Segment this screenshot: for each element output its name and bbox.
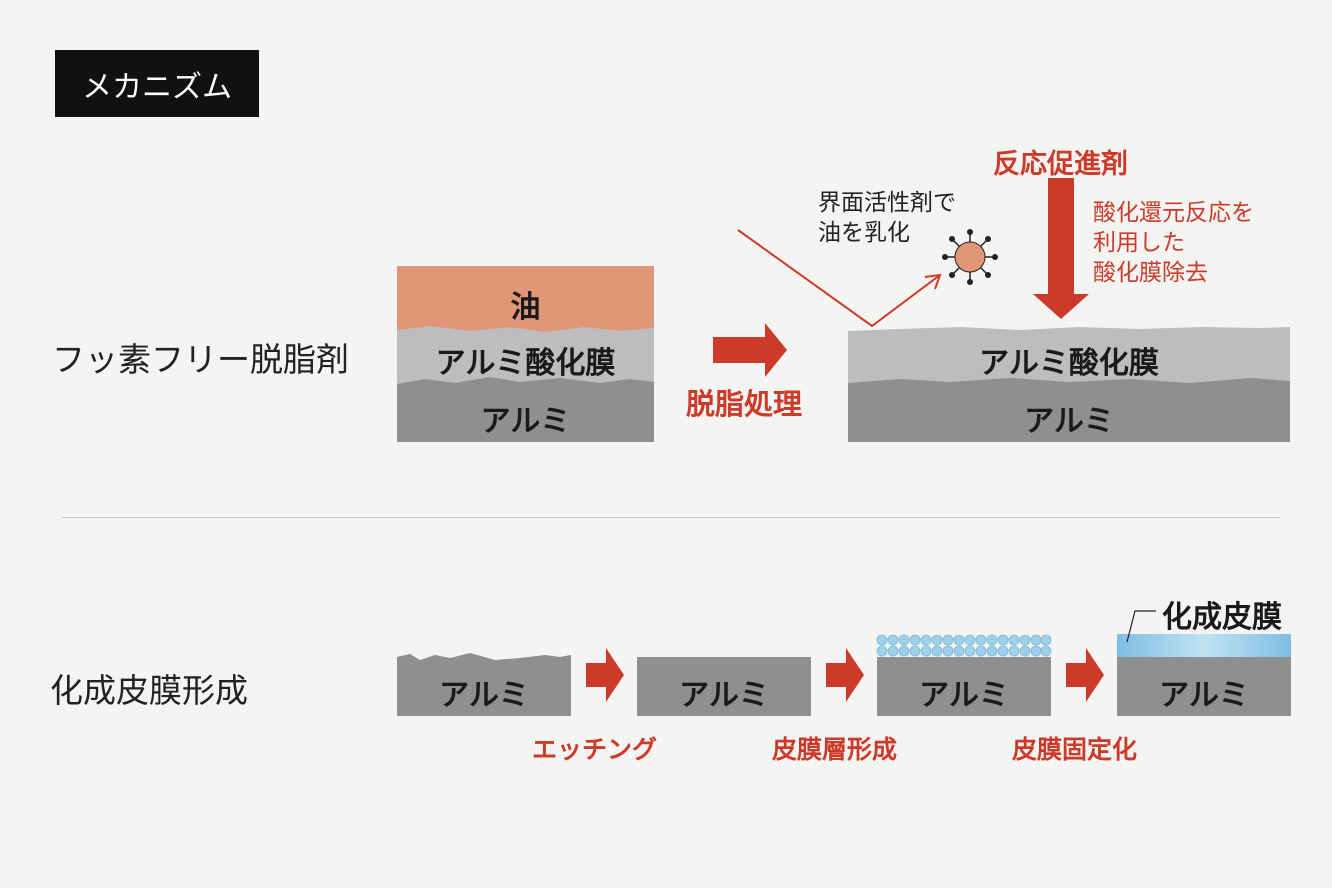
step-arrow-2	[826, 648, 864, 702]
accelerator-note-line-2: 利用した	[1093, 230, 1185, 256]
emulsify-arrowhead	[924, 273, 942, 290]
before-oxide-label: アルミ酸化膜	[435, 346, 616, 381]
block-4-label: アルミ	[1159, 678, 1249, 713]
etch-block-1	[397, 653, 571, 716]
accelerator-note: 酸化還元反応を 利用した 酸化膜除去	[1093, 198, 1254, 288]
accelerator-arrow	[1033, 178, 1089, 319]
after-oxide-label: アルミ酸化膜	[979, 346, 1159, 381]
block-2-label: アルミ	[679, 678, 769, 713]
degreaser-row-label: フッ素フリー脱脂剤	[52, 340, 349, 379]
oil-label: 油	[510, 290, 541, 325]
step-etching-label: エッチング	[532, 735, 658, 764]
film-particles	[876, 634, 1052, 657]
film-leader-line	[1126, 610, 1156, 643]
accelerator-note-line-1: 酸化還元反応を	[1093, 200, 1254, 226]
after-aluminum-layer	[848, 378, 1290, 442]
after-oxide-layer	[848, 327, 1290, 384]
oil-layer	[397, 266, 654, 332]
block-3-label: アルミ	[919, 678, 1009, 713]
section-tag: メカニズム	[55, 50, 259, 117]
oxide-layer	[397, 326, 654, 385]
micelle-icon	[942, 229, 998, 285]
process-label: 脱脂処理	[686, 387, 803, 421]
step-film-fixation-label: 皮膜固定化	[1012, 735, 1138, 764]
film-label: 化成皮膜	[1162, 600, 1282, 635]
emulsify-path	[737, 229, 941, 328]
after-aluminum-label: アルミ	[1024, 404, 1114, 439]
accelerator-note-line-3: 酸化膜除去	[1093, 260, 1208, 286]
surfactant-note-line-1: 界面活性剤で	[818, 190, 956, 216]
etch-block-2	[637, 657, 811, 716]
step-arrow-1	[586, 648, 624, 702]
surfactant-note-line-2: 油を乳化	[818, 220, 910, 246]
accelerator-label: 反応促進剤	[993, 149, 1128, 180]
film-layer	[1117, 634, 1291, 658]
step-film-formation-label: 皮膜層形成	[772, 735, 898, 764]
step-arrow-3	[1066, 648, 1104, 702]
etch-block-4	[1117, 657, 1291, 716]
process-arrow	[713, 323, 787, 377]
etch-block-3	[877, 657, 1051, 716]
conversion-row-label: 化成皮膜形成	[50, 671, 248, 710]
aluminum-layer	[397, 377, 654, 442]
surfactant-note: 界面活性剤で 油を乳化	[818, 188, 956, 248]
section-divider	[62, 517, 1280, 518]
before-aluminum-label: アルミ	[480, 404, 571, 439]
block-1-label: アルミ	[439, 678, 529, 713]
